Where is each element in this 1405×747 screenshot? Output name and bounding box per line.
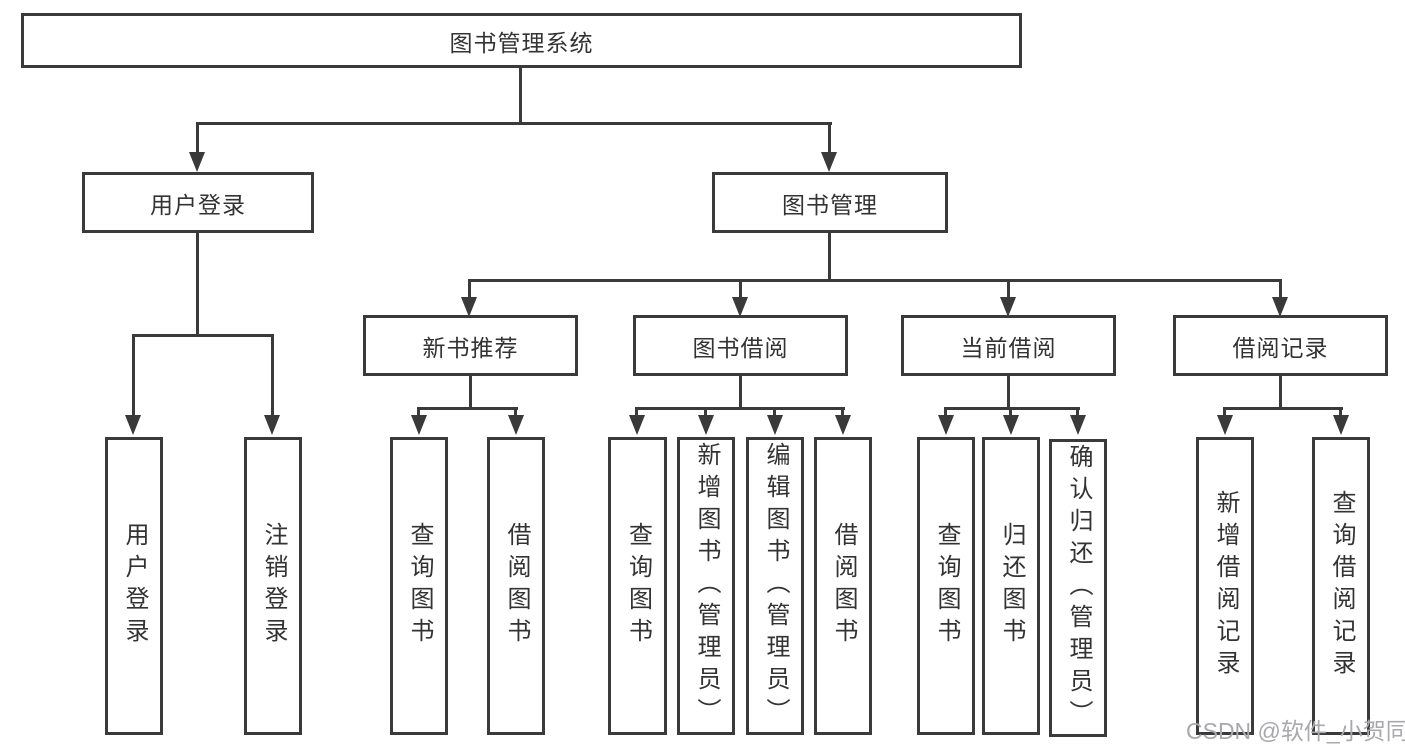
leaf-label: 新增借阅记录 — [1212, 490, 1239, 682]
node-user-login: 用户登录 — [82, 172, 314, 233]
connector-borrow-c3-drop — [773, 407, 776, 417]
leaf-recommend-borrow-books: 借阅图书 — [487, 437, 545, 735]
arrow-borrow-borrow — [835, 415, 851, 435]
leaf-user-login: 用户登录 — [105, 437, 163, 735]
connector-current-borrow-drop — [1007, 279, 1010, 297]
leaf-label: 借阅图书 — [830, 522, 857, 650]
connector-login-leaf-drop — [132, 334, 135, 415]
connector-book-mgmt-drop — [828, 122, 831, 154]
connector-current-stem — [1007, 376, 1010, 409]
connector-borrow-record-drop — [1279, 279, 1282, 297]
arrow-record-query — [1333, 415, 1349, 435]
leaf-label: 编辑图书（管理员） — [762, 442, 789, 730]
node-root-label: 图书管理系统 — [449, 29, 594, 56]
arrow-to-book-borrow — [732, 297, 748, 317]
leaf-borrow-borrow-books: 借阅图书 — [814, 437, 872, 735]
arrow-to-login-leaf — [125, 415, 141, 435]
connector-borrow-c2-drop — [704, 407, 707, 417]
node-borrow-record-label: 借阅记录 — [1232, 334, 1329, 361]
arrow-borrow-query — [629, 415, 645, 435]
connector-root-stem — [519, 68, 522, 125]
connector-book-borrow-drop — [739, 279, 742, 297]
connector-new-book-drop — [468, 279, 471, 297]
node-book-management-label: 图书管理 — [782, 191, 878, 218]
arrow-to-user-login — [189, 152, 205, 172]
arrow-to-current-borrow — [1000, 297, 1016, 317]
connector-record-stem — [1279, 376, 1282, 409]
connector-user-login-drop — [196, 122, 199, 154]
connector-logout-leaf-drop — [271, 334, 274, 415]
connector-recommend-rail — [418, 407, 518, 410]
leaf-record-add-borrow-record: 新增借阅记录 — [1196, 437, 1254, 735]
leaf-borrow-add-books-admin: 新增图书（管理员） — [677, 437, 735, 735]
arrow-current-confirm — [1070, 415, 1086, 435]
connector-book-mgmt-stem — [828, 233, 831, 282]
leaf-label: 借阅图书 — [503, 522, 530, 650]
node-new-book-recommend: 新书推荐 — [363, 315, 578, 376]
node-new-book-recommend-label: 新书推荐 — [422, 334, 519, 361]
leaf-label: 确认归还（管理员） — [1065, 444, 1092, 732]
arrow-to-borrow-record — [1272, 297, 1288, 317]
leaf-logout: 注销登录 — [244, 437, 302, 735]
leaf-current-confirm-return-admin: 确认归还（管理员） — [1049, 439, 1107, 737]
connector-record-rail — [1224, 407, 1343, 410]
leaf-borrow-edit-books-admin: 编辑图书（管理员） — [746, 437, 804, 735]
arrow-to-new-book-recommend — [461, 297, 477, 317]
node-current-borrow: 当前借阅 — [901, 315, 1116, 376]
node-root: 图书管理系统 — [21, 13, 1022, 68]
connector-recommend-c2-drop — [514, 407, 517, 417]
leaf-current-return-books: 归还图书 — [982, 437, 1040, 735]
arrow-borrow-edit — [767, 415, 783, 435]
leaf-borrow-query-books: 查询图书 — [608, 437, 667, 735]
leaf-current-query-books: 查询图书 — [917, 437, 975, 735]
arrow-record-add — [1217, 415, 1233, 435]
node-book-management: 图书管理 — [712, 172, 948, 233]
connector-borrow-stem — [739, 376, 742, 409]
connector-borrow-c1-drop — [635, 407, 638, 417]
csdn-watermark: CSDN @软件_小贺同学 — [1186, 718, 1405, 744]
leaf-label: 查询借阅记录 — [1328, 490, 1355, 682]
connector-record-c2-drop — [1339, 407, 1342, 417]
connector-root-rail — [196, 122, 832, 125]
arrow-current-return — [1003, 415, 1019, 435]
connector-recommend-c1-drop — [417, 407, 420, 417]
leaf-logout-label: 注销登录 — [260, 522, 287, 650]
arrow-recommend-borrow — [508, 415, 524, 435]
connector-borrow-rail — [636, 407, 845, 410]
connector-borrow-c4-drop — [841, 407, 844, 417]
connector-book-mgmt-rail — [468, 279, 1282, 282]
node-book-borrow: 图书借阅 — [633, 315, 848, 376]
leaf-label: 查询图书 — [933, 522, 960, 650]
node-user-login-label: 用户登录 — [150, 191, 246, 218]
connector-current-rail — [945, 407, 1080, 410]
connector-record-c1-drop — [1223, 407, 1226, 417]
leaf-record-query-borrow-record: 查询借阅记录 — [1312, 437, 1370, 735]
connector-current-c2-drop — [1009, 407, 1012, 417]
node-borrow-record: 借阅记录 — [1173, 315, 1388, 376]
leaf-label: 查询图书 — [406, 522, 433, 650]
leaf-user-login-label: 用户登录 — [121, 522, 148, 650]
arrow-recommend-query — [411, 415, 427, 435]
connector-user-login-stem — [196, 233, 199, 336]
leaf-label: 新增图书（管理员） — [693, 442, 720, 730]
leaf-label: 归还图书 — [998, 522, 1025, 650]
node-book-borrow-label: 图书借阅 — [692, 334, 789, 361]
connector-recommend-stem — [469, 376, 472, 409]
arrow-borrow-add — [698, 415, 714, 435]
leaf-label: 查询图书 — [624, 522, 652, 650]
arrow-to-logout-leaf — [264, 415, 280, 435]
arrow-current-query — [938, 415, 954, 435]
connector-current-c3-drop — [1076, 407, 1079, 417]
node-current-borrow-label: 当前借阅 — [960, 334, 1057, 361]
arrow-to-book-mgmt — [821, 152, 837, 172]
connector-user-login-rail — [132, 334, 274, 337]
leaf-recommend-query-books: 查询图书 — [390, 437, 448, 735]
connector-current-c1-drop — [944, 407, 947, 417]
